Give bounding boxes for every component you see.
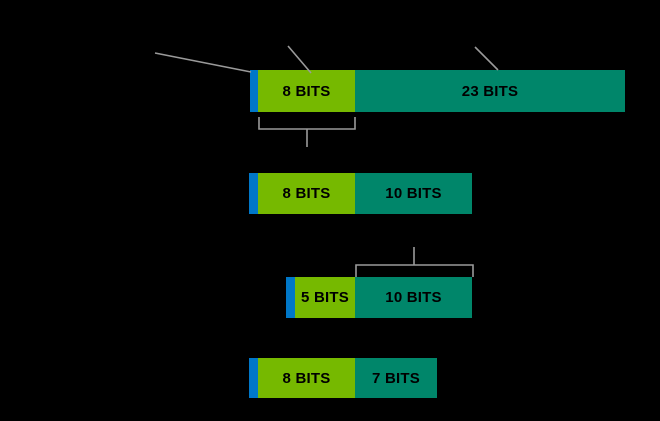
bit-field-row-4-exponent-segment: 8 BITS [258,358,355,398]
bracket-under-row-1-exponent [258,117,356,147]
leader-line-exponent [287,45,312,74]
bit-field-row-4-sign-segment [249,358,258,398]
bit-field-row-2: 8 BITS 10 BITS [249,173,472,214]
bit-field-row-2-sign-segment [249,173,258,214]
leader-line-sign [154,52,252,73]
bit-field-row-3-sign-segment [286,277,295,318]
bit-field-row-4-mantissa-segment: 7 BITS [355,358,437,398]
bracket-over-row-3-mantissa [355,247,474,277]
bit-field-row-1-sign-segment [250,70,258,112]
bit-field-row-1-exponent-segment: 8 BITS [258,70,355,112]
bit-field-row-1-mantissa-segment: 23 BITS [355,70,625,112]
bit-field-row-2-mantissa-segment: 10 BITS [355,173,472,214]
bit-field-row-4: 8 BITS 7 BITS [249,358,437,398]
bit-field-row-3: 5 BITS 10 BITS [286,277,472,318]
bit-field-row-3-exponent-segment: 5 BITS [295,277,355,318]
bit-field-row-2-exponent-segment: 8 BITS [258,173,355,214]
bit-field-row-1: 8 BITS 23 BITS [250,70,625,112]
bit-field-row-3-mantissa-segment: 10 BITS [355,277,472,318]
leader-line-mantissa [474,46,499,71]
